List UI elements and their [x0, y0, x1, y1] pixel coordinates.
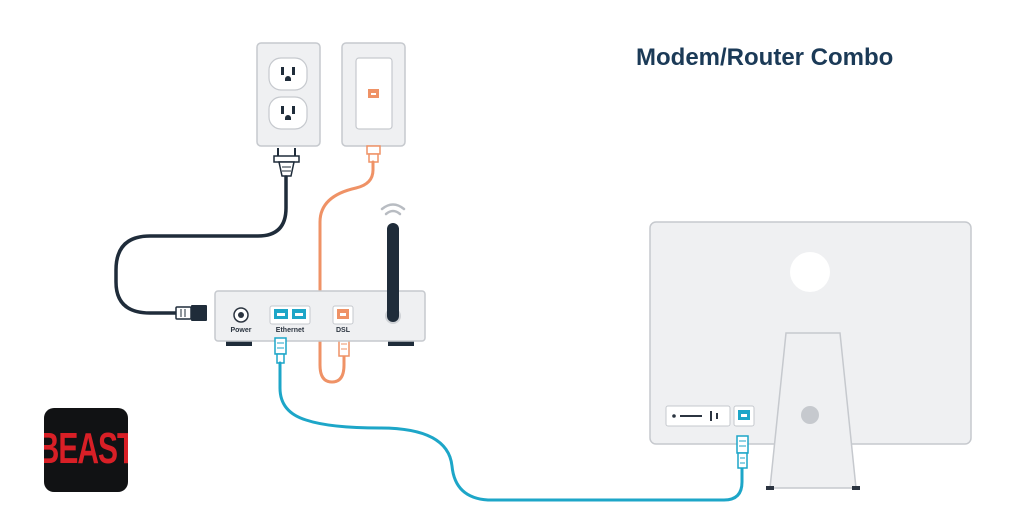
- power-cable: [114, 148, 300, 321]
- ethernet-cable: [274, 337, 749, 502]
- power-outlet-icon: [256, 42, 321, 147]
- ethernet-ports: [269, 305, 311, 325]
- beast-logo: BEAST: [44, 408, 128, 492]
- dsl-port: [332, 305, 354, 325]
- wifi-signal-icon: [380, 203, 406, 216]
- modem-router: [214, 290, 426, 346]
- phone-cable: [318, 145, 381, 384]
- dsl-port-label: DSL: [336, 327, 350, 334]
- computer-monitor: [649, 221, 972, 490]
- diagram-title: Modem/Router Combo: [636, 44, 894, 71]
- ethernet-port-label: Ethernet: [275, 327, 305, 334]
- phone-jack-icon: [341, 42, 406, 147]
- logo-text: BEAST: [44, 425, 128, 474]
- power-port-label: Power: [230, 327, 252, 334]
